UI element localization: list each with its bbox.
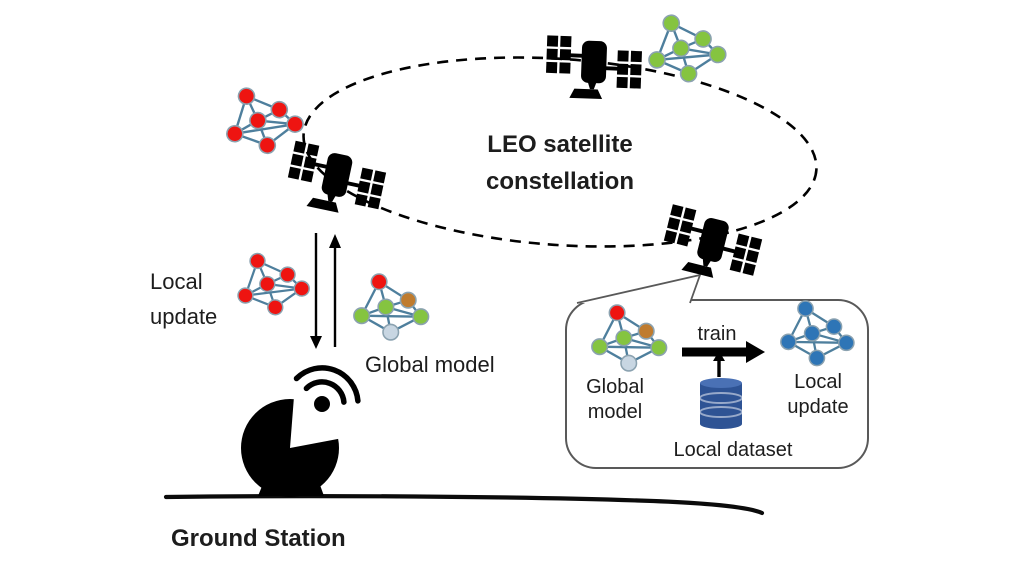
graph-node [353, 307, 371, 325]
satellite-icon [282, 140, 389, 221]
leo-constellation-label: LEO satellite constellation [485, 131, 635, 195]
graph-node [279, 266, 296, 283]
global-model-graph-ground [353, 273, 430, 341]
graph-node [293, 280, 310, 297]
satellite-icon [657, 204, 766, 288]
global-model-label: Global model [365, 352, 495, 377]
graph-node [694, 30, 712, 48]
graph-node [249, 252, 266, 270]
callout-local-update-label: Local update [787, 371, 849, 418]
graph-node [615, 329, 633, 347]
uplink-arrow-icon [329, 234, 341, 347]
graph-node [672, 39, 690, 58]
graph-node [286, 115, 304, 133]
local-update-graph-callout [780, 300, 855, 367]
graph-node [237, 287, 254, 304]
graph-node [648, 51, 666, 69]
graph-node [270, 100, 289, 119]
graph-node [226, 124, 244, 143]
train-label: train [697, 323, 737, 345]
graph-node [637, 322, 655, 340]
local-update-graph-ground [237, 252, 310, 316]
graph-node [399, 291, 417, 309]
graph-node [803, 324, 821, 342]
global-model-graph-callout [591, 304, 668, 372]
graph-node [237, 87, 256, 105]
ground-line [163, 494, 765, 516]
local-model-graph-orbit-left [226, 87, 304, 155]
model-graphs [226, 14, 855, 372]
local-update-label: Local update [150, 269, 218, 329]
graph-node [708, 45, 727, 64]
graph-node [825, 318, 843, 336]
global-model-graph-orbit-top [648, 14, 727, 83]
graph-node [259, 275, 276, 293]
satellite-icon [545, 35, 643, 101]
graph-node [679, 64, 698, 83]
local-dataset-label: Local dataset [673, 439, 793, 461]
train-arrow-icon [682, 341, 765, 363]
graph-node [780, 333, 797, 351]
graph-node [837, 334, 855, 352]
graph-node [808, 349, 826, 367]
graph-node [662, 14, 681, 32]
graph-node [620, 354, 638, 372]
graph-node [370, 273, 388, 291]
database-icon [699, 378, 743, 429]
dataset-up-arrow-icon [713, 351, 725, 377]
graph-node [650, 339, 668, 357]
graph-node [258, 136, 277, 155]
callout-global-model-label: Global model [586, 376, 644, 423]
signal-waves-icon [293, 365, 361, 405]
graph-node [608, 304, 626, 322]
ground-station-label: Ground Station [171, 525, 346, 552]
graph-node [797, 300, 814, 317]
dish-feed-dot [314, 396, 330, 412]
ground-station-icon [241, 358, 380, 497]
graph-node [267, 299, 284, 316]
dish-mouth-cut [290, 358, 380, 448]
orbit-ellipse [302, 56, 818, 248]
graph-node [591, 338, 609, 356]
graph-node [382, 323, 400, 341]
graph-node [377, 298, 395, 316]
downlink-arrow-icon [310, 233, 322, 349]
graph-node [249, 111, 267, 130]
callout-tail [576, 274, 701, 304]
graph-node [412, 308, 430, 326]
